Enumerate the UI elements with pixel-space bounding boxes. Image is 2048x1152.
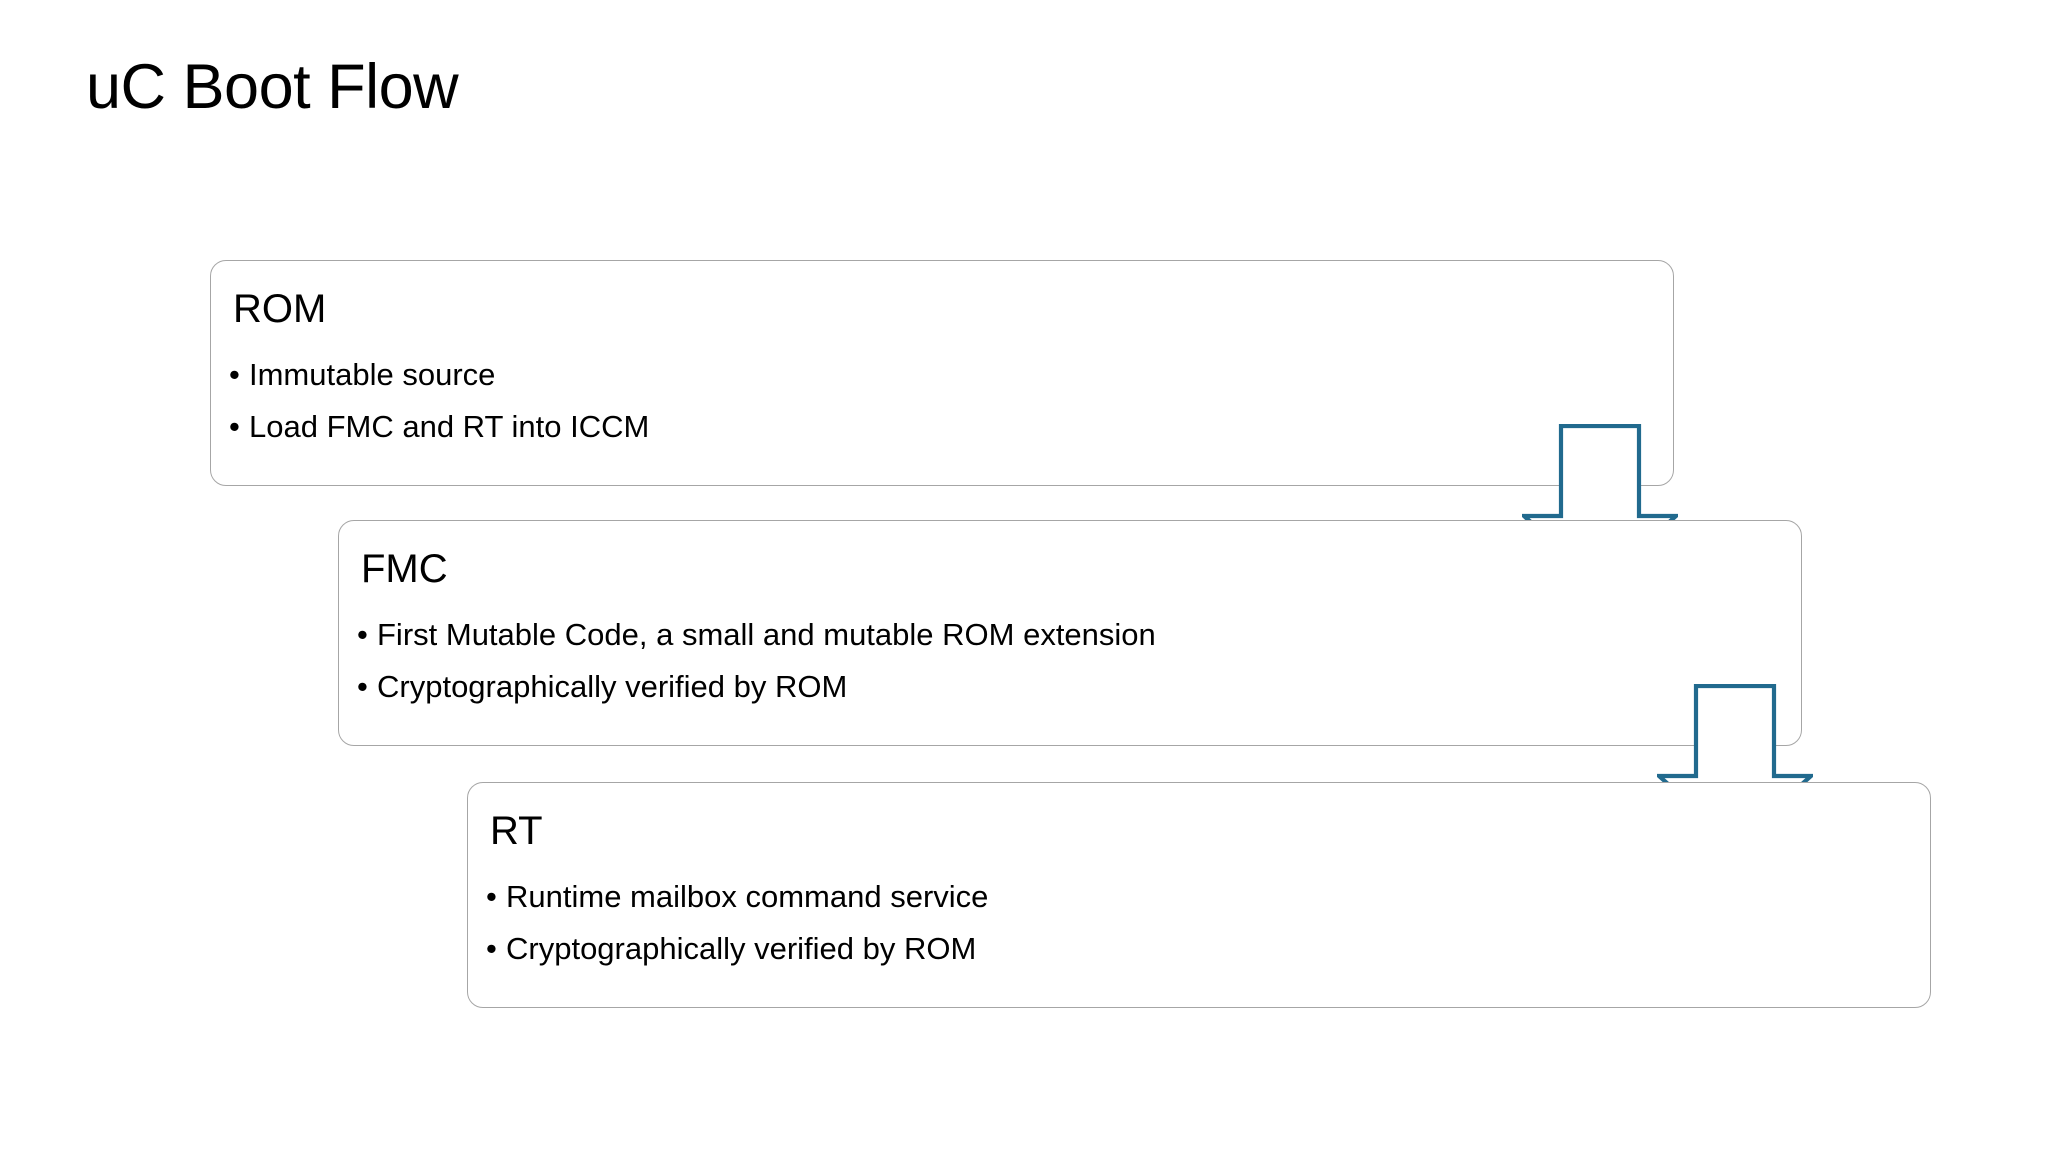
list-item-label: Cryptographically verified by ROM bbox=[506, 931, 977, 966]
stage-box-fmc[interactable]: FMC • First Mutable Code, a small and mut… bbox=[338, 520, 1802, 746]
stage-title-fmc: FMC bbox=[361, 547, 448, 591]
stage-bullets-fmc: • First Mutable Code, a small and mutable… bbox=[357, 609, 1783, 713]
list-item-label: Immutable source bbox=[249, 357, 496, 392]
list-item-label: Runtime mailbox command service bbox=[506, 879, 989, 914]
stage-box-rt[interactable]: RT • Runtime mailbox command service • Cry… bbox=[467, 782, 1931, 1008]
stage-bullets-rom: • Immutable source • Load FMC and RT into … bbox=[229, 349, 1655, 453]
list-item: • Cryptographically verified by ROM bbox=[486, 923, 1912, 975]
bullet-icon: • bbox=[357, 617, 368, 652]
list-item: • Load FMC and RT into ICCM bbox=[229, 401, 1655, 453]
list-item-label: First Mutable Code, a small and mutable … bbox=[377, 617, 1156, 652]
list-item: • Cryptographically verified by ROM bbox=[357, 661, 1783, 713]
stage-box-rom[interactable]: ROM • Immutable source • Load FMC and RT i… bbox=[210, 260, 1674, 486]
bullet-icon: • bbox=[357, 669, 368, 704]
list-item: • First Mutable Code, a small and mutable… bbox=[357, 609, 1783, 661]
list-item-label: Load FMC and RT into ICCM bbox=[249, 409, 650, 444]
stage-title-rt: RT bbox=[490, 809, 543, 853]
bullet-icon: • bbox=[486, 879, 497, 914]
list-item: • Immutable source bbox=[229, 349, 1655, 401]
page-title: uC Boot Flow bbox=[86, 52, 459, 122]
bullet-icon: • bbox=[229, 409, 240, 444]
stage-title-rom: ROM bbox=[233, 287, 327, 331]
bullet-icon: • bbox=[229, 357, 240, 392]
bullet-icon: • bbox=[486, 931, 497, 966]
stage-bullets-rt: • Runtime mailbox command service • Crypto… bbox=[486, 871, 1912, 975]
list-item: • Runtime mailbox command service bbox=[486, 871, 1912, 923]
list-item-label: Cryptographically verified by ROM bbox=[377, 669, 848, 704]
